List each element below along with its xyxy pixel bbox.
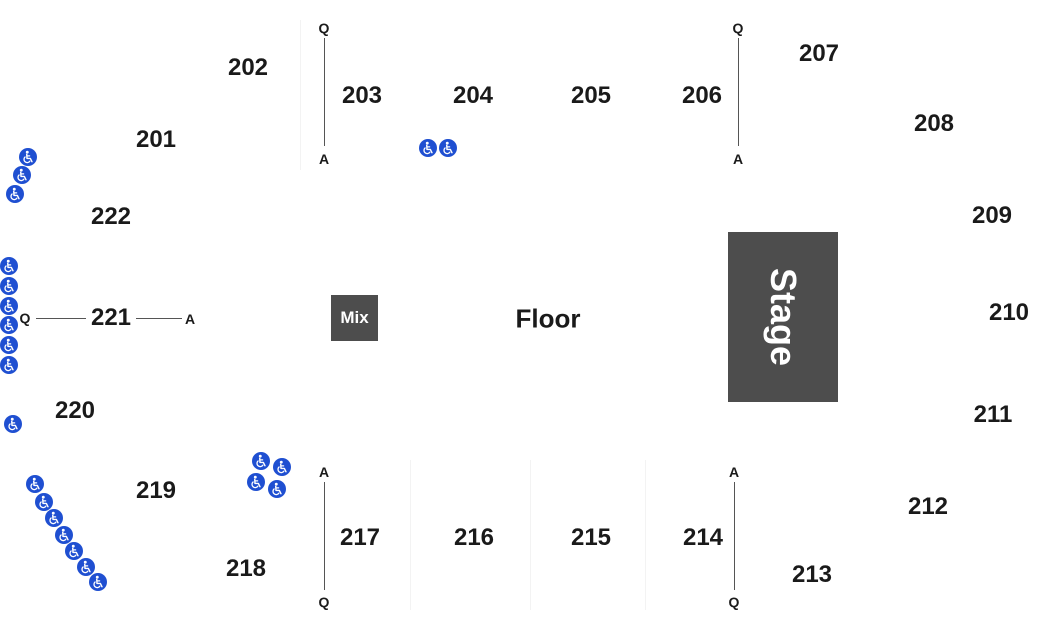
wheelchair-icon — [89, 573, 107, 591]
wheelchair-icon — [77, 558, 95, 576]
row-line-214 — [734, 482, 735, 590]
wheelchair-icon — [0, 336, 18, 354]
wheelchair-icon — [35, 493, 53, 511]
section-218[interactable]: 218 — [225, 555, 267, 582]
wheelchair-icon — [0, 277, 18, 295]
section-209[interactable]: 209 — [971, 202, 1013, 229]
row-line-217 — [324, 482, 325, 590]
row-line-221-right — [136, 318, 182, 319]
row-line-206 — [738, 38, 739, 146]
mix-booth[interactable]: Mix — [331, 295, 378, 341]
row-marker-a: A — [184, 311, 196, 327]
wheelchair-icon — [13, 166, 31, 184]
section-215[interactable]: 215 — [570, 524, 612, 551]
row-marker-a: A — [318, 464, 330, 480]
section-222[interactable]: 222 — [90, 203, 132, 230]
floor-section[interactable]: Floor — [515, 303, 581, 334]
wheelchair-icon — [268, 480, 286, 498]
wheelchair-icon — [4, 415, 22, 433]
wheelchair-icon — [0, 356, 18, 374]
row-marker-q: Q — [728, 594, 740, 610]
section-217[interactable]: 217 — [339, 524, 381, 551]
section-205[interactable]: 205 — [570, 82, 612, 109]
wheelchair-icon — [6, 185, 24, 203]
row-marker-q: Q — [318, 594, 330, 610]
wheelchair-icon — [273, 458, 291, 476]
stage: Stage — [728, 232, 838, 402]
stage-label: Stage — [763, 267, 804, 367]
section-220[interactable]: 220 — [54, 397, 96, 424]
section-divider — [410, 460, 411, 610]
wheelchair-icon — [55, 526, 73, 544]
wheelchair-icon — [439, 139, 457, 157]
section-201[interactable]: 201 — [135, 126, 177, 153]
section-211[interactable]: 211 — [973, 401, 1013, 428]
wheelchair-icon — [247, 473, 265, 491]
row-line-221-left — [36, 318, 86, 319]
section-208[interactable]: 208 — [913, 110, 955, 137]
section-204[interactable]: 204 — [452, 82, 494, 109]
section-207[interactable]: 207 — [798, 40, 840, 67]
section-206[interactable]: 206 — [681, 82, 723, 109]
section-divider — [530, 460, 531, 610]
section-202[interactable]: 202 — [227, 54, 269, 81]
section-216[interactable]: 216 — [453, 524, 495, 551]
wheelchair-icon — [19, 148, 37, 166]
wheelchair-icon — [0, 316, 18, 334]
row-line-203 — [324, 38, 325, 146]
row-marker-a: A — [318, 151, 330, 167]
wheelchair-icon — [45, 509, 63, 527]
wheelchair-icon — [419, 139, 437, 157]
row-marker-q: Q — [732, 20, 744, 36]
wheelchair-icon — [0, 297, 18, 315]
section-divider — [300, 20, 301, 170]
wheelchair-icon — [65, 542, 83, 560]
wheelchair-icon — [0, 257, 18, 275]
section-219[interactable]: 219 — [135, 477, 177, 504]
section-divider — [645, 460, 646, 610]
wheelchair-icon — [252, 452, 270, 470]
row-marker-q: Q — [19, 310, 31, 326]
section-203[interactable]: 203 — [341, 82, 383, 109]
row-marker-q: Q — [318, 20, 330, 36]
row-marker-a: A — [732, 151, 744, 167]
section-213[interactable]: 213 — [791, 561, 833, 588]
row-marker-a: A — [728, 464, 740, 480]
section-221[interactable]: 221 — [90, 304, 132, 331]
section-210[interactable]: 210 — [988, 299, 1030, 326]
wheelchair-icon — [26, 475, 44, 493]
section-214[interactable]: 214 — [682, 524, 724, 551]
section-212[interactable]: 212 — [907, 493, 949, 520]
